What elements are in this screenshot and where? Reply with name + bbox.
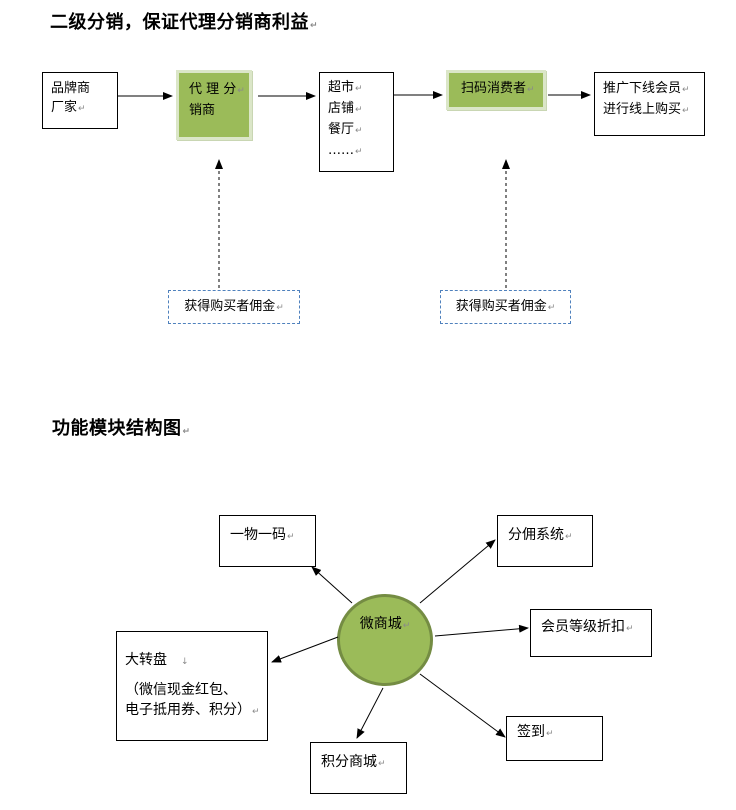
stores-line-1: 超市↵ <box>328 80 363 95</box>
wheel-desc-line-2: 电子抵用券、积分）↵ <box>125 702 260 718</box>
commission-box-right: 获得购买者佣金↵ <box>440 290 571 324</box>
stores-box: 超市↵ 店铺↵ 餐厅↵ ……↵ <box>319 72 394 172</box>
one-item-one-code-box: 一物一码↵ <box>219 515 316 567</box>
agent-line-1: 代 理 分↵ <box>189 82 245 97</box>
stores-line-2: 店铺↵ <box>328 101 363 116</box>
points-mall-box: 积分商城↵ <box>310 742 407 794</box>
wheel-desc-line-1: （微信现金红包、 <box>125 682 237 698</box>
arrow-center-to-points <box>356 687 384 739</box>
commission-system-box: 分佣系统↵ <box>497 515 593 567</box>
promote-line-2: 进行线上购买↵ <box>603 102 690 117</box>
arrow-center-to-wheel <box>271 636 339 663</box>
agent-distributor-box: 代 理 分↵ 销商 <box>176 70 252 140</box>
stores-line-3: 餐厅↵ <box>328 122 363 137</box>
scan-consumer-box: 扫码消费者↵ <box>446 70 546 110</box>
lucky-wheel-box: 大转盘↓ （微信现金红包、 电子抵用券、积分）↵ <box>116 631 268 741</box>
arrow-center-to-commission <box>419 539 496 604</box>
arrow-center-to-code <box>311 566 353 604</box>
section-title-distribution: 二级分销，保证代理分销商利益↵ <box>50 12 319 33</box>
sign-in-box: 签到↵ <box>506 716 603 761</box>
section-title-modules: 功能模块结构图↵ <box>52 418 191 439</box>
brand-line-2: 厂家↵ <box>51 100 86 115</box>
arrow-center-to-signin <box>419 673 506 738</box>
promote-line-1: 推广下线会员↵ <box>603 81 690 96</box>
micro-mall-center-node: 微商城↵ <box>337 594 433 686</box>
brand-manufacturer-box: 品牌商 厂家↵ <box>42 72 118 129</box>
brand-line-1: 品牌商 <box>51 81 91 96</box>
member-discount-box: 会员等级折扣↵ <box>530 609 652 657</box>
wheel-title: 大转盘↓ <box>125 652 189 668</box>
agent-line-2: 销商 <box>189 103 216 118</box>
consumer-label: 扫码消费者↵ <box>461 81 535 96</box>
promote-members-box: 推广下线会员↵ 进行线上购买↵ <box>594 72 705 136</box>
stores-line-4: ……↵ <box>328 143 363 158</box>
commission-box-left: 获得购买者佣金↵ <box>168 290 300 324</box>
arrow-center-to-discount <box>434 624 529 637</box>
